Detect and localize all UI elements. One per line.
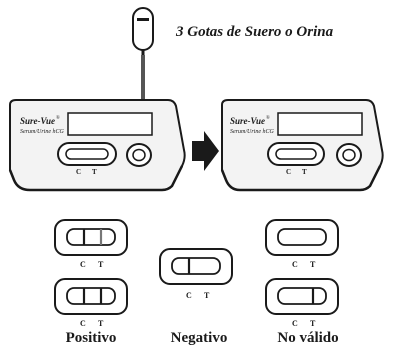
result-window-negative: C T xyxy=(159,248,233,300)
negative-label: Negativo xyxy=(171,330,228,346)
control-label: C xyxy=(76,168,81,176)
result-window-invalid-2: C T xyxy=(265,278,339,328)
invalid-label: No válido xyxy=(277,330,338,346)
control-label: C xyxy=(80,319,86,328)
test-label: T xyxy=(310,260,316,269)
control-label: C xyxy=(80,260,86,269)
test-label: T xyxy=(98,260,104,269)
arrow-right-icon xyxy=(192,131,219,171)
test-label: T xyxy=(92,168,97,176)
positive-label: Positivo xyxy=(66,330,117,346)
brand-mark-left: ® xyxy=(56,115,60,121)
test-cassette-after: Sure-Vue ® Serum/Urine hCG C T xyxy=(220,99,384,192)
brand-logo-left: Sure-Vue xyxy=(20,116,55,126)
test-label: T xyxy=(310,319,316,328)
test-label: T xyxy=(98,319,104,328)
test-label: T xyxy=(204,291,210,300)
control-label: C xyxy=(292,319,298,328)
brand-logo-right: Sure-Vue xyxy=(230,116,265,126)
control-label: C xyxy=(286,168,291,176)
device-subtitle-right: Serum/Urine hCG xyxy=(230,129,274,135)
result-window-positive-1: C T xyxy=(54,219,128,269)
instruction-text: 3 Gotas de Suero o Orina xyxy=(175,24,334,40)
control-label: C xyxy=(186,291,192,300)
test-cassette-before: Sure-Vue ® Serum/Urine hCG C T xyxy=(8,99,186,192)
control-label: C xyxy=(292,260,298,269)
device-subtitle-left: Serum/Urine hCG xyxy=(20,129,64,135)
test-label: T xyxy=(302,168,307,176)
brand-mark-right: ® xyxy=(266,115,270,121)
dropper-icon xyxy=(132,7,154,112)
result-window-invalid-1: C T xyxy=(265,219,339,269)
result-window-positive-2: C T xyxy=(54,278,128,328)
